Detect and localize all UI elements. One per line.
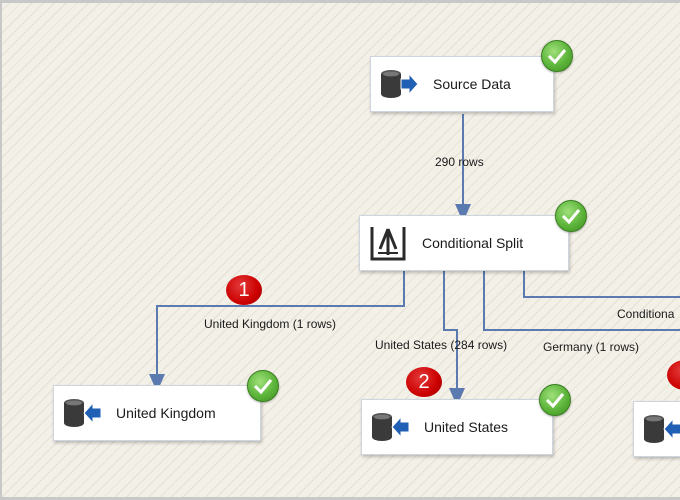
path-label-290-rows: 290 rows bbox=[435, 155, 484, 169]
path-split-to-germany[interactable] bbox=[483, 271, 680, 331]
path-label-germany: Germany (1 rows) bbox=[543, 340, 640, 354]
source-data-node[interactable]: Source Data bbox=[370, 56, 554, 112]
path-split-to-conditional[interactable] bbox=[523, 271, 680, 298]
united-states-label: United States bbox=[424, 419, 509, 435]
germany-destination-node[interactable] bbox=[633, 401, 680, 457]
path-label-conditional: Conditiona bbox=[617, 307, 675, 321]
success-check-icon bbox=[541, 40, 573, 72]
database-input-icon bbox=[62, 396, 102, 430]
path-label-united-kingdom: United Kingdom (1 rows) bbox=[204, 317, 337, 331]
united-kingdom-node[interactable]: United Kingdom bbox=[53, 385, 261, 441]
path-split-to-us[interactable] bbox=[443, 271, 465, 406]
conditional-split-icon bbox=[368, 226, 408, 261]
path-badge-partial[interactable] bbox=[667, 360, 680, 390]
path-badge-2[interactable]: 2 bbox=[406, 367, 442, 397]
source-data-label: Source Data bbox=[433, 76, 511, 92]
path-split-to-uk[interactable] bbox=[149, 271, 405, 392]
database-input-icon bbox=[642, 412, 680, 446]
path-badge-1[interactable]: 1 bbox=[226, 275, 262, 305]
path-label-united-states: United States (284 rows) bbox=[375, 338, 508, 352]
success-check-icon bbox=[247, 370, 279, 402]
success-check-icon bbox=[539, 384, 571, 416]
conditional-split-node[interactable]: Conditional Split bbox=[359, 215, 569, 271]
united-kingdom-label: United Kingdom bbox=[116, 405, 216, 421]
success-check-icon bbox=[555, 200, 587, 232]
united-states-node[interactable]: United States bbox=[361, 399, 553, 455]
conditional-split-label: Conditional Split bbox=[422, 235, 524, 251]
database-input-icon bbox=[370, 410, 410, 444]
database-output-icon bbox=[379, 67, 419, 101]
